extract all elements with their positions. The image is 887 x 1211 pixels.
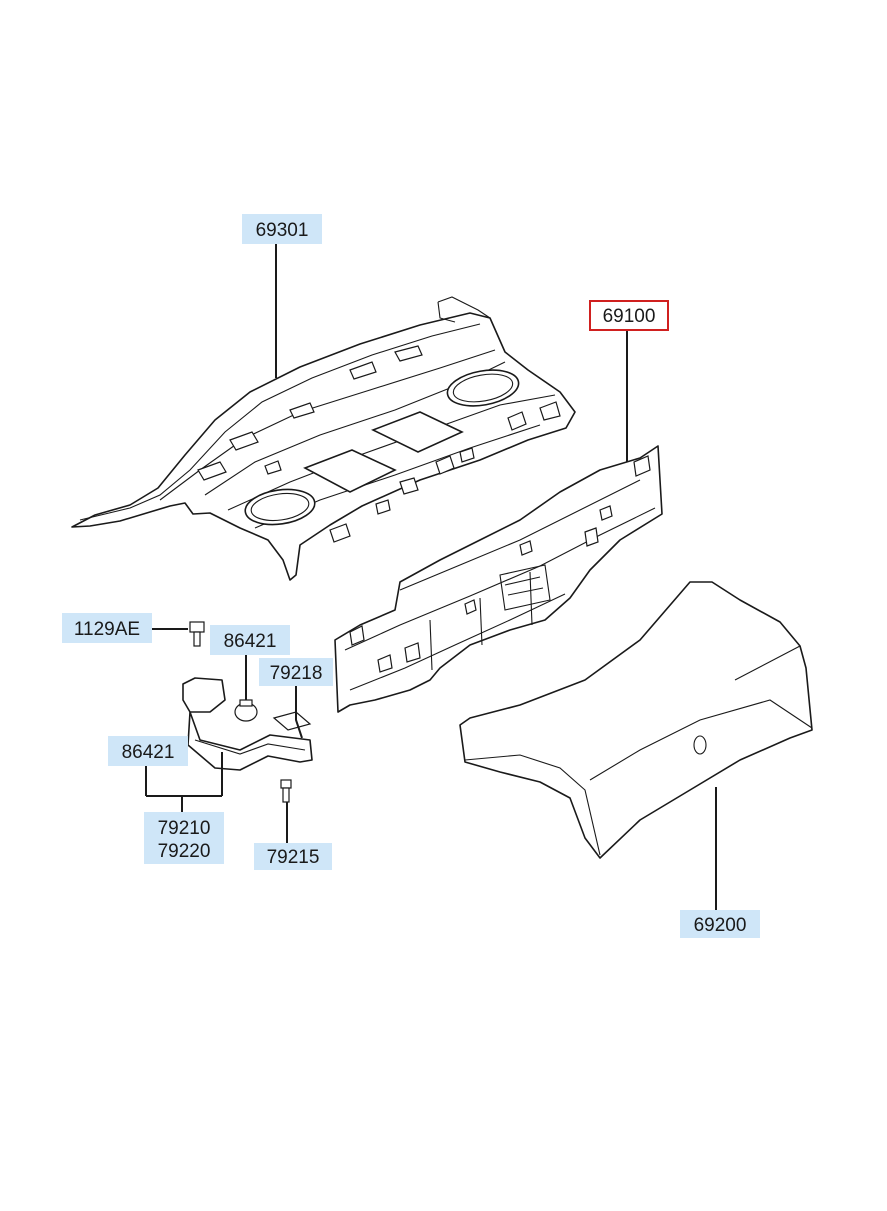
label-79210-79220[interactable]: 79210 79220 bbox=[144, 812, 224, 864]
trunk-lid-part[interactable] bbox=[459, 581, 813, 859]
rear-package-tray-part[interactable] bbox=[71, 296, 576, 581]
svg-text:69100: 69100 bbox=[603, 306, 656, 327]
label-79215[interactable]: 79215 bbox=[254, 843, 332, 870]
svg-text:69301: 69301 bbox=[256, 220, 309, 241]
bolt-1129ae-part[interactable] bbox=[189, 621, 205, 647]
svg-text:86421: 86421 bbox=[224, 631, 277, 652]
bolt-79215-part[interactable] bbox=[280, 779, 292, 803]
label-86421-left[interactable]: 86421 bbox=[108, 736, 188, 766]
svg-text:79215: 79215 bbox=[267, 847, 320, 868]
svg-text:79220: 79220 bbox=[158, 841, 211, 862]
label-1129ae[interactable]: 1129AE bbox=[62, 613, 152, 643]
label-79218[interactable]: 79218 bbox=[259, 658, 333, 686]
leader-lines bbox=[145, 244, 717, 910]
svg-text:79218: 79218 bbox=[270, 663, 323, 684]
back-panel-part[interactable] bbox=[334, 445, 663, 713]
trunk-hinge-part[interactable] bbox=[182, 677, 313, 771]
svg-text:86421: 86421 bbox=[122, 742, 175, 763]
svg-text:1129AE: 1129AE bbox=[74, 619, 140, 640]
label-86421-top[interactable]: 86421 bbox=[210, 625, 290, 655]
svg-text:69200: 69200 bbox=[694, 915, 747, 936]
label-69301[interactable]: 69301 bbox=[242, 214, 322, 244]
svg-text:79210: 79210 bbox=[158, 818, 211, 839]
label-69200[interactable]: 69200 bbox=[680, 910, 760, 938]
bumper-86421-part[interactable] bbox=[234, 699, 258, 722]
plate-79218-part[interactable] bbox=[272, 711, 312, 731]
label-69100[interactable]: 69100 bbox=[589, 300, 669, 331]
